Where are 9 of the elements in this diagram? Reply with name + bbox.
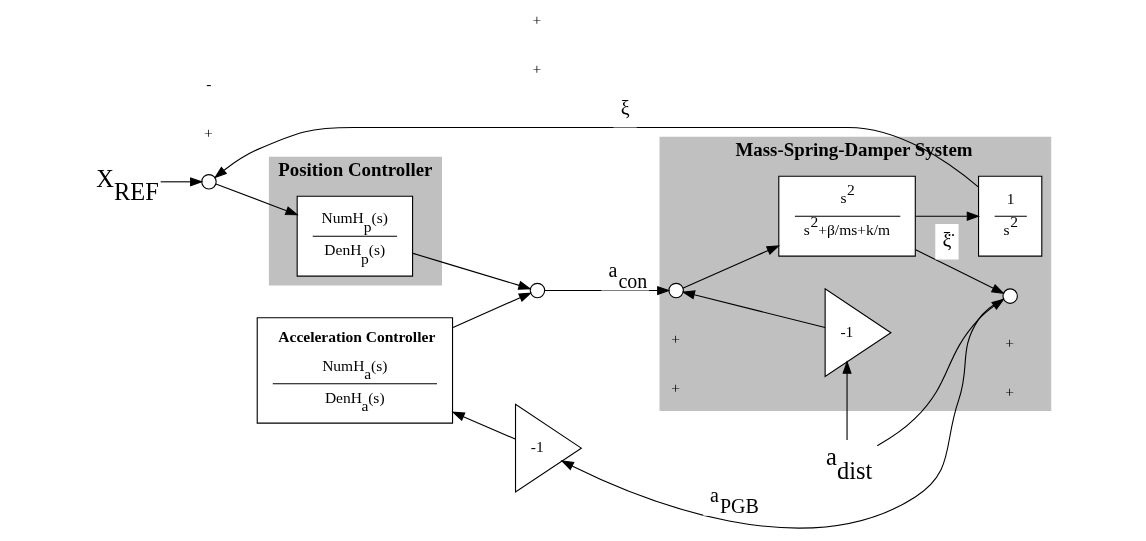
label: + <box>670 329 680 347</box>
label: + <box>1004 333 1014 351</box>
label: + <box>1004 382 1014 400</box>
label: + <box>670 379 680 397</box>
label: + <box>203 124 213 142</box>
label: + <box>531 59 541 77</box>
edge-label: ξ <box>620 96 630 119</box>
label: - <box>205 75 211 93</box>
label: + <box>531 11 541 29</box>
